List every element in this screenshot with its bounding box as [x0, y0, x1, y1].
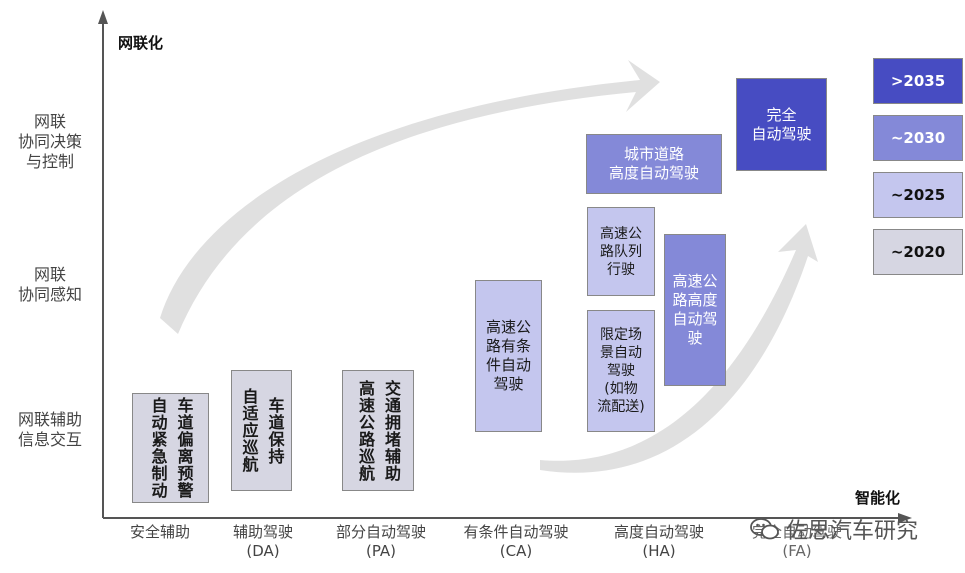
box-highway-platoon: 高速公 路队列 行驶: [587, 207, 655, 296]
y-level-cooperative-control: 网联 协同决策 与控制: [17, 112, 82, 171]
watermark: 佐思汽车研究: [750, 513, 918, 545]
x-axis-title: 智能化: [855, 489, 901, 507]
x-level-da: 辅助驾驶 (DA): [232, 523, 293, 560]
box-city-high-automation-text: 城市道路 高度自动驾驶: [608, 145, 699, 182]
box-driver-assist-text: 车道保持 自适应巡航: [239, 388, 285, 473]
x-level-pa: 部分自动驾驶 (PA): [335, 523, 426, 560]
x-level-ca: 有条件自动驾驶 (CA): [463, 523, 569, 560]
box-safety-assist-text: 车道偏离预警 自动紧急制动: [148, 397, 194, 499]
box-safety-assist: 车道偏离预警 自动紧急制动: [132, 393, 209, 503]
box-conditional-automation: 高速公 路有条 件自动 驾驶: [475, 280, 542, 432]
box-full-automation-text: 完全 自动驾驶: [751, 105, 812, 143]
upper-curved-arrow: [160, 60, 660, 334]
lower-curved-arrow: [540, 224, 818, 473]
legend-2025: ~2025: [873, 172, 963, 218]
legend-2030: ~2030: [873, 115, 963, 161]
box-highway-high-automation-text: 高速公 路高度 自动驾 驶: [672, 272, 718, 347]
watermark-text: 佐思汽车研究: [786, 519, 919, 544]
box-limited-scene-text: 限定场 景自动 驾驶 (如物 流配送): [597, 327, 645, 415]
box-highway-platoon-text: 高速公 路队列 行驶: [600, 225, 642, 278]
x-level-safety-assist: 安全辅助: [129, 523, 190, 541]
wechat-icon: [750, 518, 779, 540]
box-city-high-automation: 城市道路 高度自动驾驶: [586, 134, 722, 194]
y-axis-arrowhead: [98, 10, 108, 24]
y-level-info-interaction: 网联辅助 信息交互: [17, 410, 82, 449]
y-axis-title: 网联化: [118, 34, 164, 52]
box-partial-automation: 交通拥堵辅助 高速公路巡航: [342, 370, 414, 491]
box-conditional-automation-text: 高速公 路有条 件自动 驾驶: [485, 318, 531, 393]
box-limited-scene: 限定场 景自动 驾驶 (如物 流配送): [587, 310, 655, 432]
legend-2020: ~2020: [873, 229, 963, 275]
box-highway-high-automation: 高速公 路高度 自动驾 驶: [664, 234, 726, 386]
x-level-ha: 高度自动驾驶 (HA): [613, 523, 704, 560]
box-driver-assist: 车道保持 自适应巡航: [231, 370, 292, 491]
y-level-cooperative-perception: 网联 协同感知: [17, 265, 82, 304]
legend-2035: >2035: [873, 58, 963, 104]
box-full-automation: 完全 自动驾驶: [736, 78, 827, 171]
box-partial-automation-text: 交通拥堵辅助 高速公路巡航: [356, 379, 401, 482]
x-axis-arrowhead: [898, 513, 912, 523]
